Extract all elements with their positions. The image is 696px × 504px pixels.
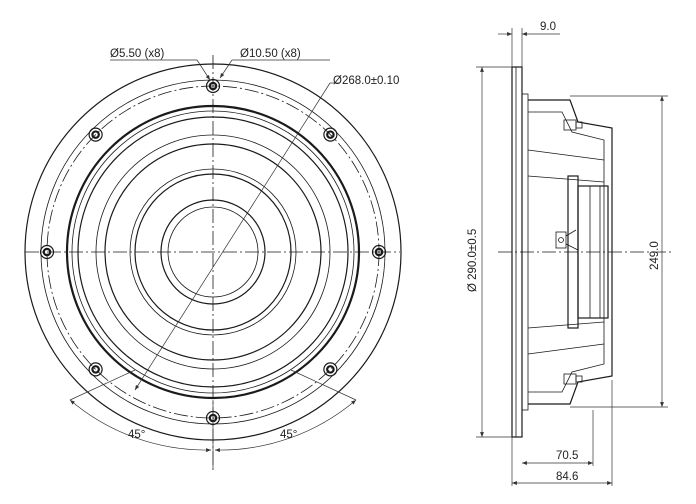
surround-outer xyxy=(77,116,349,388)
flange-thickness-label: 9.0 xyxy=(540,21,556,33)
gasket-ring-inner xyxy=(71,110,355,394)
angle-ext-right xyxy=(290,369,357,401)
depth-inner-label: 70.5 xyxy=(556,450,578,462)
cone-ring-3 xyxy=(134,173,292,331)
bolt-circle-leader xyxy=(134,82,331,391)
basket-rib-lower xyxy=(527,321,605,329)
large-hole-label: Ø10.50 (x8) xyxy=(240,48,301,60)
mounting-hole xyxy=(88,127,103,142)
angle-arc-left xyxy=(69,399,212,453)
mounting-hole xyxy=(371,244,387,260)
basket-rib-upper xyxy=(527,175,605,183)
surround-inner xyxy=(95,134,331,370)
cone-ring-2 xyxy=(129,168,297,336)
angle-ext-left xyxy=(69,369,136,401)
dust-cap-inner xyxy=(167,206,259,298)
basket-outline xyxy=(528,99,613,405)
dust-cap-outer xyxy=(160,199,266,305)
mounting-hole xyxy=(88,362,103,377)
gasket-step xyxy=(521,93,529,411)
terminal-connector xyxy=(555,229,579,251)
large-hole-leader xyxy=(219,59,233,79)
bolt-circle-label: Ø268.0±0.10 xyxy=(333,75,399,87)
small-hole-label: Ø5.50 (x8) xyxy=(110,48,164,60)
cone-ring-1 xyxy=(104,143,322,361)
mounting-hole xyxy=(39,244,55,260)
magnet-body xyxy=(577,185,609,319)
side-view: 9.0 Ø 290.0±0.5 249.0 70.5 84.6 xyxy=(467,21,672,486)
angle-left-label: 45° xyxy=(128,429,145,441)
depth-total-label: 84.6 xyxy=(556,471,578,483)
angle-right-label: 45° xyxy=(280,429,297,441)
magnet-diameter-label: 249.0 xyxy=(649,241,661,270)
basket-rib-bottom xyxy=(527,343,605,355)
mounting-hole xyxy=(323,362,338,377)
mounting-hole xyxy=(323,127,338,142)
gasket-ring xyxy=(65,104,361,400)
basket-rib-top xyxy=(527,149,605,161)
basket-inner xyxy=(528,111,605,393)
mounting-hole xyxy=(205,78,221,94)
outer-diameter-label: Ø 290.0±0.5 xyxy=(467,229,479,292)
bolt-stub-bottom xyxy=(563,373,583,385)
small-hole-leader xyxy=(196,59,211,81)
angle-arc-right xyxy=(214,399,357,453)
bolt-stub-top xyxy=(563,119,583,131)
front-view: Ø5.50 (x8) Ø10.50 (x8) Ø268.0±0.10 45° 4… xyxy=(24,48,402,470)
